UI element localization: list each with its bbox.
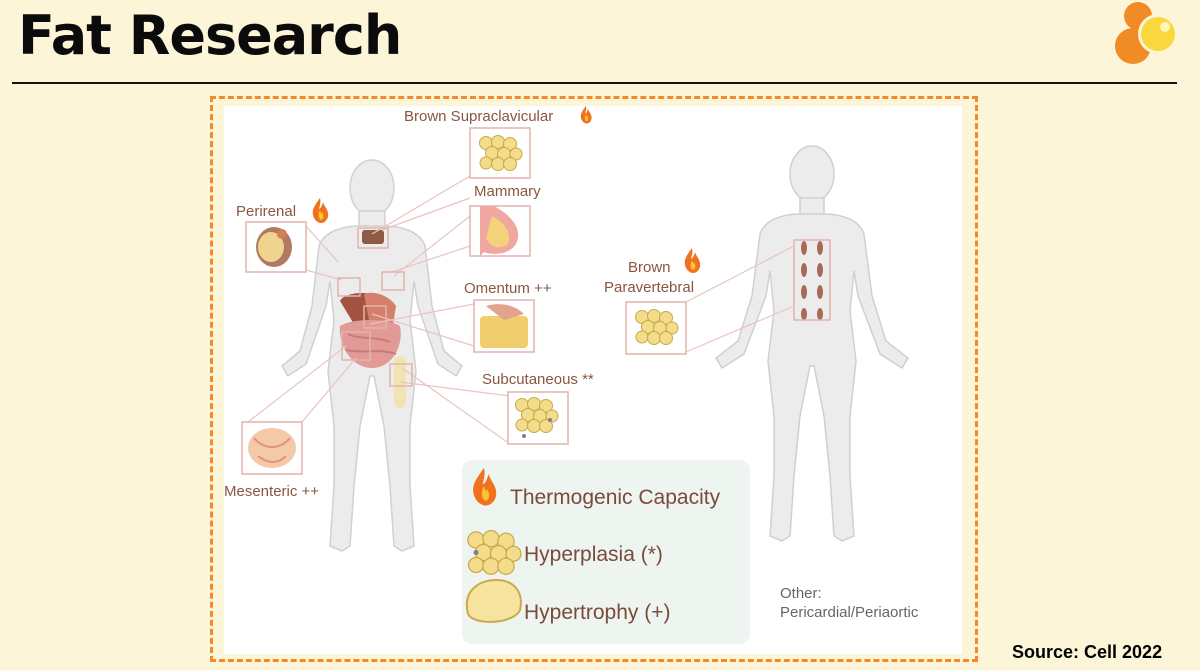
perirenal-callout — [245, 221, 307, 273]
paravertebral-callout — [625, 301, 687, 355]
label-brown-supraclavicular: Brown Supraclavicular — [404, 108, 554, 125]
logo — [1115, 2, 1178, 64]
omentum-callout — [473, 299, 535, 353]
legend-thermogenic-label: Thermogenic Capacity — [510, 486, 721, 509]
title-divider — [12, 82, 1177, 84]
label-pericardial: Pericardial/Periaortic — [780, 604, 919, 621]
supraclavicular-callout — [469, 127, 531, 179]
label-mesenteric: Mesenteric ++ — [224, 483, 320, 500]
mesenteric-callout — [241, 421, 303, 475]
body-diagram — [241, 106, 909, 644]
label-subcutaneous: Subcutaneous ** — [482, 371, 594, 388]
label-omentum: Omentum ++ — [464, 280, 552, 297]
legend-hypertrophy-icon — [465, 578, 522, 623]
source-citation: Source: Cell 2022 — [1012, 642, 1163, 662]
legend-hyperplasia-icon — [467, 530, 522, 575]
label-paravertebral: Paravertebral — [604, 279, 695, 296]
label-brown: Brown — [628, 259, 671, 276]
label-mammary: Mammary — [474, 183, 541, 200]
subcutaneous-callout — [507, 391, 569, 445]
back-body-figure — [715, 145, 909, 542]
paravertebral-fat — [801, 241, 823, 320]
page-title: Fat Research — [18, 4, 402, 67]
label-perirenal: Perirenal — [236, 203, 297, 220]
mammary-callout — [469, 205, 531, 257]
legend-box — [462, 460, 750, 644]
legend-hypertrophy-label: Hypertrophy (+) — [524, 601, 671, 624]
diagram-frame — [210, 96, 978, 662]
legend-hyperplasia-label: Hyperplasia (*) — [524, 543, 663, 566]
label-other: Other: — [780, 585, 822, 602]
